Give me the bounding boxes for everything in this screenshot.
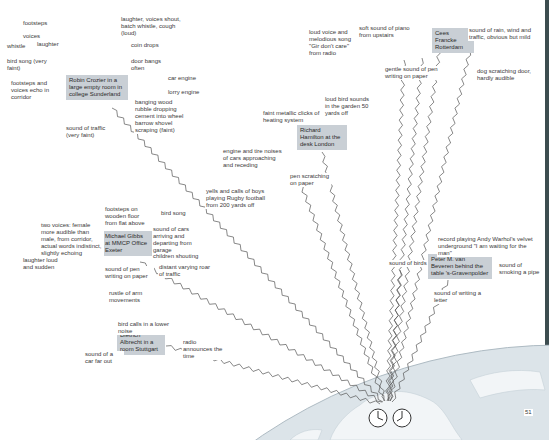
sound-note: sound of writing a letter: [433, 290, 487, 304]
continent: [330, 391, 462, 440]
sound-note: footsteps on wooden floor from flat abov…: [104, 206, 154, 227]
sound-note: footsteps and voices echo in corridor: [10, 80, 54, 101]
sender-name: Richard Hamilton at the desk London: [300, 127, 344, 148]
sender-name: Dietrich Albrecht in a room Stuttgart: [120, 332, 162, 353]
sound-note: car engine: [167, 75, 197, 82]
clock: [369, 409, 387, 427]
sound-note: bird song (very faint): [6, 58, 48, 72]
sender-box: Peter M. van Beveren behind the table 's…: [428, 254, 492, 279]
sound-note: sound of a car far out: [84, 351, 124, 365]
sender-name: Cees Francke Rotterdam: [435, 30, 471, 51]
continent: [470, 370, 545, 398]
sound-note: banging wood rubble dropping cement into…: [134, 99, 188, 134]
sound-note: loud bird sounds in the garden 50 yards …: [324, 96, 372, 117]
sound-note: faint metallic clicks of heating system: [262, 110, 322, 124]
sound-line: [386, 60, 406, 401]
sound-note: radio announces the time: [182, 339, 224, 360]
sound-note: rustle of arm movements: [108, 290, 154, 304]
sound-note: children shouting: [152, 253, 199, 260]
sound-note: voices: [22, 33, 41, 40]
sender-name: Robin Crozier in a large empty room in c…: [69, 77, 125, 98]
sound-note: pen scratching on paper: [289, 173, 331, 187]
sound-line: [112, 108, 383, 402]
sound-line: [322, 152, 385, 401]
sender-name: Michael Gibbs at MMCP Office Exeter: [105, 233, 149, 254]
clock: [393, 409, 411, 427]
sound-line: [389, 270, 401, 401]
sound-note: lorry engine: [167, 89, 200, 96]
sound-note: bird calls in a lower noise: [117, 321, 177, 335]
sender-box: Michael Gibbs at MMCP Office Exeter: [102, 231, 152, 256]
continent: [290, 429, 322, 440]
sound-note: yells and calls of boys playing Rugby fo…: [205, 188, 269, 209]
sound-line: [388, 47, 441, 401]
sound-note: coin drops: [130, 42, 160, 49]
sender-box: Richard Hamilton at the desk London: [297, 125, 347, 150]
page-number: 51: [524, 409, 533, 416]
sound-lines: [112, 47, 471, 404]
sound-note: footsteps: [22, 20, 48, 27]
sound-note: sound of birds: [388, 260, 428, 267]
sound-note: sound of pen writing on paper: [104, 266, 154, 280]
sound-note: gentle sound of pen writing on paper: [384, 66, 442, 80]
sound-note: laughter: [36, 41, 60, 48]
sound-note: soft sound of piano from upstairs: [358, 25, 420, 39]
sound-note: laughter loud and sudden: [22, 257, 70, 271]
sound-note: laughter, voices shout, batch whistle, c…: [120, 16, 184, 37]
sound-note: whistle: [6, 43, 26, 50]
sound-note: door bangs often: [130, 58, 168, 72]
globe: [25, 345, 549, 440]
sound-note: two voices: female more audible than mal…: [40, 222, 104, 257]
sound-line: [390, 50, 471, 401]
sound-note: dog scratching door, hardly audible: [476, 68, 534, 82]
sound-note: bird song: [160, 210, 187, 217]
sound-line: [387, 58, 423, 401]
sender-name: Peter M. van Beveren behind the table 's…: [431, 256, 489, 277]
sound-note: sound of cars arriving and departing fro…: [152, 226, 206, 254]
sound-note: record playing Andy Warhol's velvet unde…: [437, 236, 541, 257]
sound-note: loud voice and melodious song "Gir don't…: [308, 29, 360, 57]
sound-note: sound of traffic (very faint): [65, 125, 117, 139]
sound-note: distant varying roar of traffic: [158, 264, 212, 278]
sound-note: engine and tire noises of cars approachi…: [222, 148, 288, 169]
sound-line: [300, 182, 384, 401]
sender-box: Robin Crozier in a large empty room in c…: [66, 75, 128, 100]
sound-note: sound of rain, wind and traffic, obvious…: [468, 27, 536, 41]
sound-note: sound of smoking a pipe: [498, 262, 544, 276]
